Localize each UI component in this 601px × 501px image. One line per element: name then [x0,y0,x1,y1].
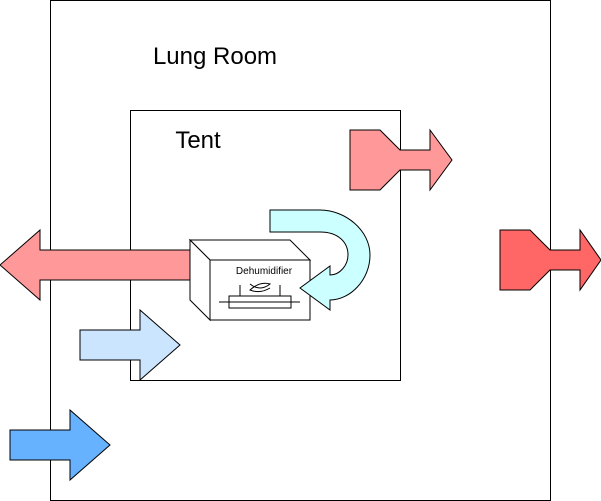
lung-room-label: Lung Room [153,43,277,70]
recirculation-arrow [269,209,371,311]
tent-intake-arrow [79,308,181,382]
room-intake-arrow [9,408,111,482]
tent-exhaust-arrow-left [0,228,201,302]
dehumidifier-icon [188,238,312,322]
tent-exhaust-arrow-right [349,128,453,192]
dehumidifier-label: Dehumidifier [236,266,293,277]
room-exhaust-arrow [499,228,601,292]
fan-icon [219,282,300,309]
tent-label: Tent [175,127,221,154]
